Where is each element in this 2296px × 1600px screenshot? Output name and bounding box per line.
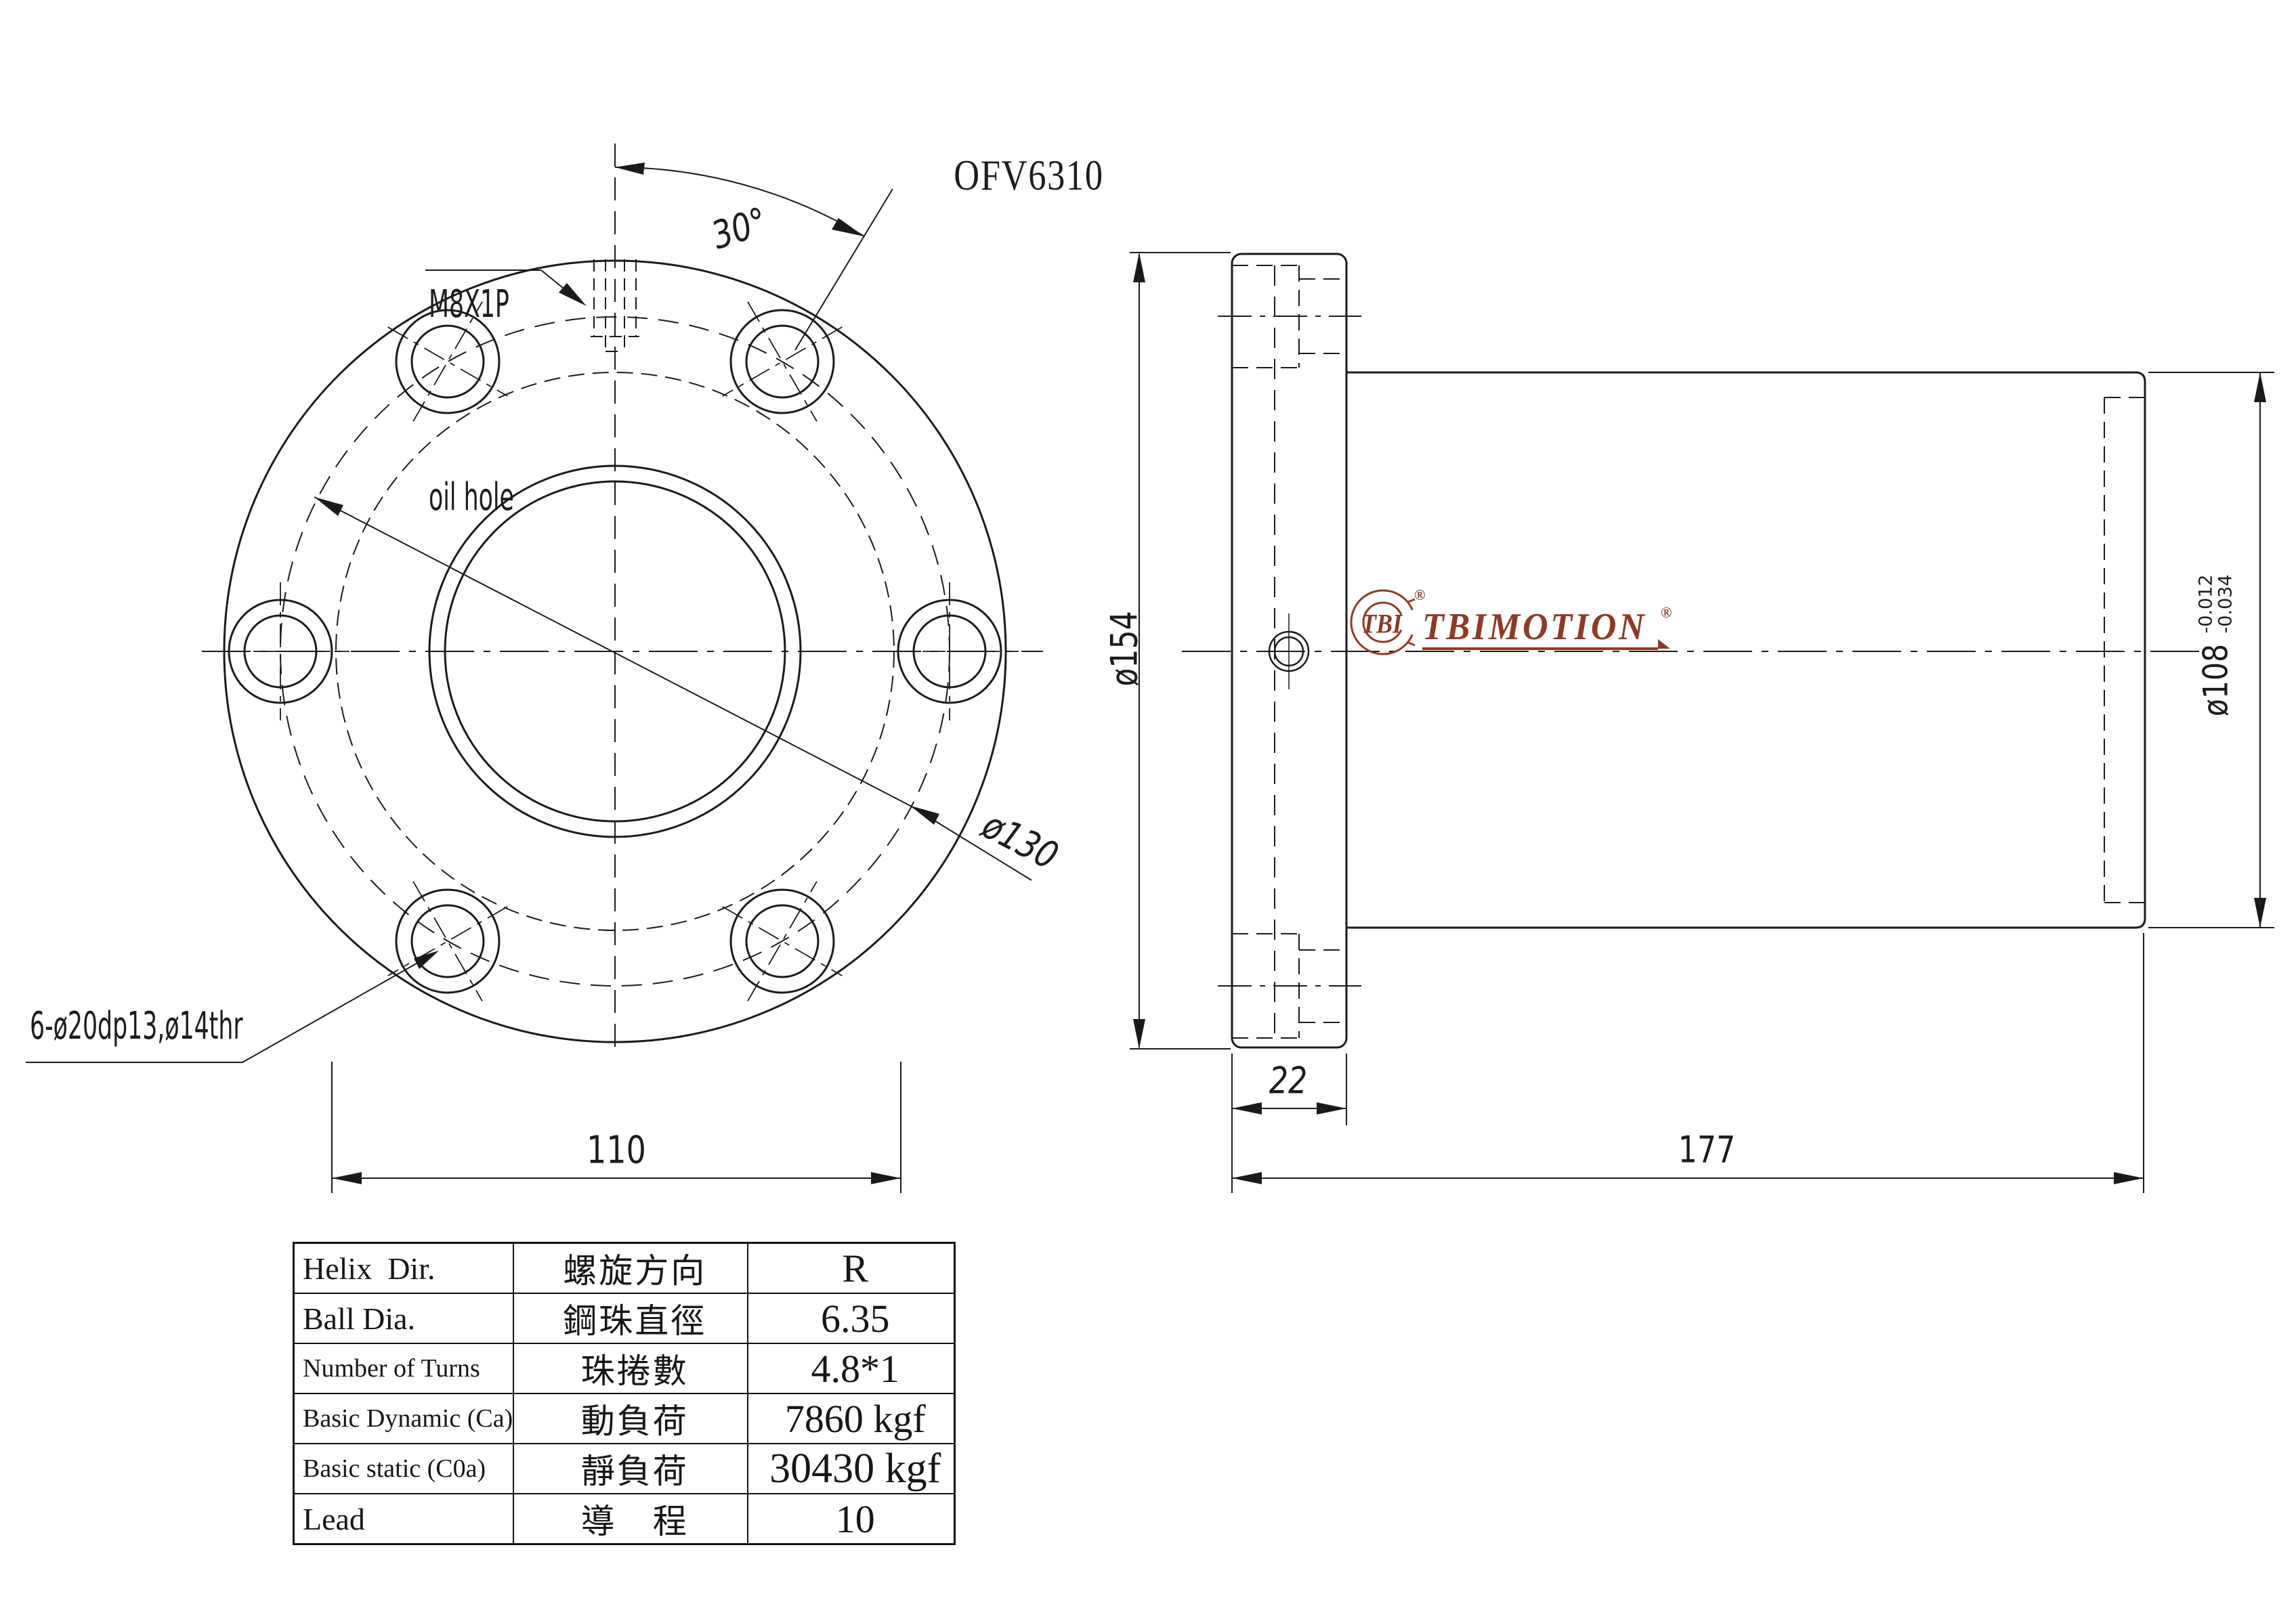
row-label-en: Basic static (C0a) [293,1443,515,1494]
oil-hole-hidden-lines [591,259,639,352]
tbi-logo-ring [1350,589,1439,655]
table-row: Number of Turns 珠捲數 4.8*1 [293,1343,956,1394]
wordmark-registered-icon: ® [1661,604,1672,621]
side-oil-hole [1268,613,1310,689]
row-label-zh: 珠捲數 [513,1343,749,1394]
row-label-en: Helix Dir. [293,1242,515,1294]
tbi-logo-text: TBI [1361,608,1403,639]
logo-underline [1422,639,1670,650]
row-label-en: Ball Dia. [293,1293,515,1344]
row-label-en: Basic Dynamic (Ca) [293,1393,515,1444]
row-label-zh: 靜負荷 [513,1443,749,1494]
holes-label: 6-ø20dp13,ø14thr [30,1004,243,1048]
row-value: 4.8*1 [747,1343,956,1394]
drawing-title: OFV6310 [954,151,1104,199]
row-value: 6.35 [747,1293,956,1344]
oil-hole-label: M8X1P oil hole [429,144,514,594]
spec-table: Helix Dir. 螺旋方向 R Ball Dia. 鋼珠直徑 6.35 Nu… [293,1242,956,1545]
bolt-circle-dimension [314,496,1032,881]
front-width-dimension [331,1062,901,1193]
oil-hole-label-line2: oil hole [429,475,514,519]
body-od-dim-text: ø108 -0.012 -0.034 [2170,574,2248,722]
row-value: R [747,1242,956,1294]
body-od-dimension [2148,372,2274,928]
body-bore-hidden [2104,397,2145,903]
flange-od-dim-text: ø154 [1103,611,1146,687]
row-value: 7860 kgf [747,1393,956,1444]
row-label-zh: 鋼珠直徑 [513,1293,749,1344]
table-row: Ball Dia. 鋼珠直徑 6.35 [293,1293,956,1344]
row-label-zh: 螺旋方向 [513,1242,749,1294]
oil-hole-leader [425,269,587,306]
body-od-tolerances: -0.012 -0.034 [2195,574,2236,634]
table-row: Basic static (C0a) 靜負荷 30430 kgf [293,1443,956,1494]
table-row: Lead 導 程 10 [293,1493,956,1545]
oil-hole-label-line1: M8X1P [429,282,509,326]
body-od-tol-upper: -0.012 [2195,574,2217,634]
row-value: 10 [747,1493,956,1545]
front-view [26,144,1043,1193]
side-view [1130,252,2274,1193]
front-width-dim-text: 110 [587,1128,646,1173]
row-label-en: Number of Turns [293,1343,515,1394]
table-row: Helix Dir. 螺旋方向 R [293,1242,956,1294]
total-length-dim-text: 177 [1678,1128,1736,1171]
tbimotion-wordmark: TBIMOTION [1422,606,1647,648]
body-od-dim-value: ø108 [2196,643,2236,717]
body-od-tol-lower: -0.034 [2215,574,2236,634]
row-label-zh: 動負荷 [513,1393,749,1444]
row-label-zh: 導 程 [513,1493,749,1545]
flange-thickness-dim-text: 22 [1269,1059,1308,1102]
holes-leader [26,951,439,1063]
row-label-en: Lead [293,1493,515,1545]
tbi-logo-registered-icon: ® [1414,586,1426,603]
flange-od-dimension [1130,252,1231,1050]
flange-thickness-dimension [1231,1054,1347,1193]
total-length-dimension [1232,933,2144,1193]
row-value: 30430 kgf [747,1443,956,1494]
angle-dimension [614,163,893,351]
table-row: Basic Dynamic (Ca) 動負荷 7860 kgf [293,1393,956,1444]
